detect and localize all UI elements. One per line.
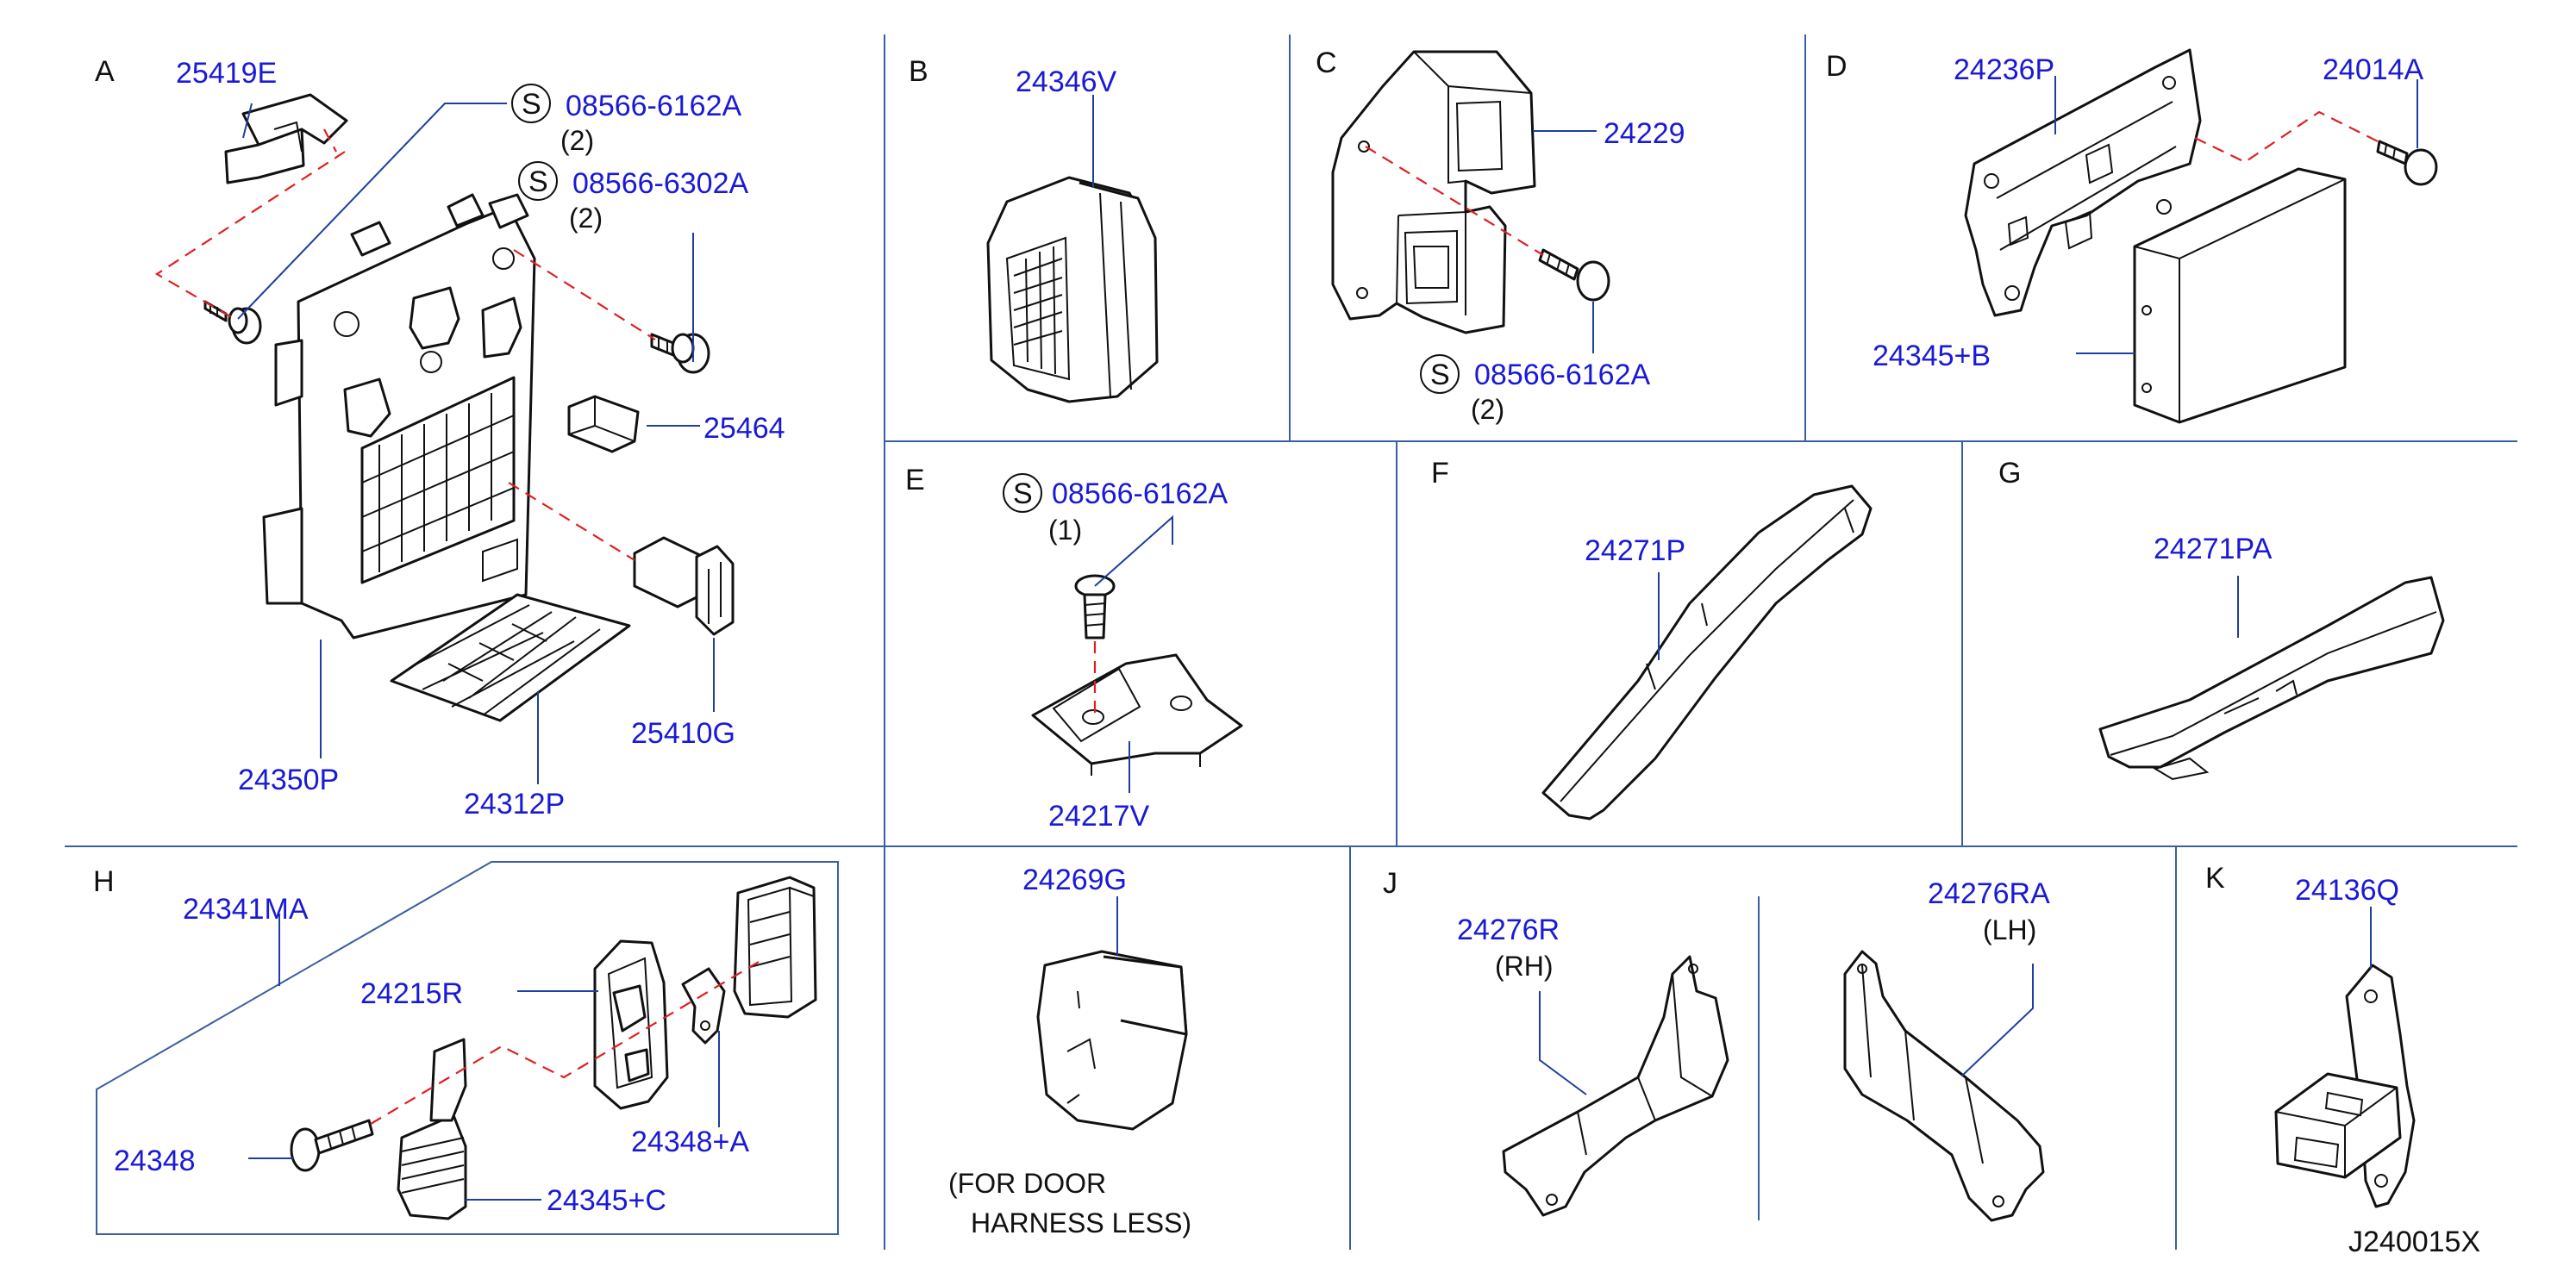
connector-24341ma-drawing [733, 876, 817, 1019]
clip-25419e-drawing [224, 93, 348, 184]
screw-symbol-icon [518, 161, 558, 201]
screw-symbol-icon [1003, 473, 1042, 513]
part-number[interactable]: 24014A [2323, 53, 2424, 86]
fuse-25464-drawing [567, 395, 640, 453]
quantity-label: (2) [560, 125, 594, 156]
bolt-e-drawing [1074, 574, 1116, 640]
side-label: (RH) [1495, 951, 1554, 982]
fuse-block-24350p-drawing [262, 193, 536, 640]
quantity-label: (2) [1471, 394, 1504, 425]
part-number[interactable]: 24217V [1048, 800, 1150, 833]
part-number[interactable]: 25410G [631, 717, 735, 750]
section-letter-g: G [1998, 457, 2021, 490]
section-letter-a: A [95, 55, 115, 88]
part-number[interactable]: 08566-6162A [1052, 477, 1229, 510]
part-number[interactable]: 24345+C [547, 1184, 666, 1217]
relay-25410g-drawing [633, 536, 735, 636]
section-j: 24276R (RH) 24276RA (LH) [1457, 877, 2050, 1222]
part-number[interactable]: 24350P [238, 764, 339, 796]
section-letter-d: D [1826, 50, 1848, 83]
part-number[interactable]: 24229 [1604, 117, 1685, 150]
section-grid [65, 34, 2517, 1250]
section-k: 24136Q [2274, 874, 2416, 1208]
section-f: 24271P [1541, 484, 1873, 820]
quantity-label: (1) [1048, 515, 1082, 546]
part-number[interactable]: 24276RA [1928, 877, 2050, 910]
side-label: (LH) [1983, 914, 2036, 945]
part-number[interactable]: 08566-6162A [1474, 359, 1651, 391]
section-c: S 24229 08566-6162A (2) [1331, 50, 1685, 425]
part-number[interactable]: 24345+B [1873, 340, 1991, 372]
section-letter-b: B [909, 55, 928, 88]
section-letter-f: F [1431, 457, 1449, 490]
harness-protector-24271p-drawing [1541, 484, 1873, 820]
section-letter-k: K [2205, 862, 2225, 895]
part-number[interactable]: 25464 [703, 412, 785, 445]
section-g: 24271PA [2098, 533, 2445, 781]
cover-24312p-drawing [390, 593, 631, 722]
note-line-1: (FOR DOOR [948, 1168, 1106, 1199]
grommet-24269g-drawing [1036, 950, 1188, 1131]
part-number[interactable]: 24312P [464, 788, 565, 820]
section-h: 24341MA 24215R 24348 24348+A 24345+C [114, 876, 817, 1220]
screw-symbol-icon [511, 84, 551, 123]
section-letter-h: H [93, 865, 115, 898]
part-number[interactable]: 24269G [1022, 864, 1127, 896]
bracket-24276r-drawing [1502, 955, 1729, 1217]
bracket-24236p-drawing [1964, 48, 2202, 317]
bracket-24229-drawing [1331, 50, 1536, 334]
screw-symbol-label: S [522, 88, 541, 121]
quantity-label: (2) [569, 203, 603, 234]
part-number[interactable]: 24136Q [2295, 874, 2399, 907]
part-number[interactable]: 24236P [1954, 53, 2054, 86]
module-24345b-drawing [2133, 167, 2347, 424]
screw-c-drawing [1538, 248, 1610, 302]
part-number[interactable]: 24348 [114, 1145, 196, 1177]
screw-symbol-label: S [1013, 477, 1033, 510]
part-number[interactable]: 25419E [176, 57, 277, 90]
bracket-24136q-drawing [2274, 964, 2416, 1208]
part-number[interactable]: 24348+A [631, 1126, 749, 1158]
cover-24215r-drawing [593, 939, 669, 1110]
section-i: 24269G (FOR DOOR HARNESS LESS) [948, 864, 1191, 1238]
part-number[interactable]: 24215R [360, 977, 463, 1010]
section-letter-e: E [905, 464, 925, 496]
harness-protector-24271pa-drawing [2098, 576, 2445, 781]
screw-08566-6162a-drawing [203, 300, 262, 345]
part-number[interactable]: 08566-6302A [572, 167, 749, 200]
section-letter-c: C [1316, 47, 1337, 79]
part-number[interactable]: 24341MA [183, 893, 309, 926]
screw-symbol-label: S [528, 165, 548, 198]
clip-24345c-drawing [397, 1038, 467, 1220]
part-number[interactable]: 24271PA [2154, 533, 2273, 565]
section-b: 24346V [986, 66, 1159, 403]
section-letter-j: J [1383, 867, 1397, 900]
part-number[interactable]: 24271P [1585, 534, 1685, 567]
section-a: S S 25419E 08566-6162A (2) 08566-6302A (… [154, 57, 785, 820]
bracket-24276ra-drawing [1843, 950, 2045, 1222]
screw-symbol-label: S [1430, 359, 1450, 391]
part-number[interactable]: 24346V [1016, 66, 1117, 98]
note-line-2: HARNESS LESS) [971, 1207, 1191, 1238]
connector-24346v-drawing [986, 176, 1159, 403]
section-d: 24236P 24014A 24345+B [1873, 48, 2438, 424]
screw-symbol-icon [1420, 354, 1460, 394]
part-number[interactable]: 24276R [1457, 914, 1560, 946]
section-e: S 08566-6162A (1) 24217V [1003, 473, 1243, 833]
part-number[interactable]: 08566-6162A [566, 90, 742, 122]
bolt-24014a-drawing [2376, 140, 2438, 186]
screw-08566-6302a-drawing [650, 333, 710, 374]
drawing-id: J240015X [2348, 1226, 2480, 1258]
bolt-24348-drawing [290, 1119, 374, 1172]
clip-24217v-drawing [1031, 653, 1243, 776]
clip-24348a-drawing [681, 967, 726, 1045]
